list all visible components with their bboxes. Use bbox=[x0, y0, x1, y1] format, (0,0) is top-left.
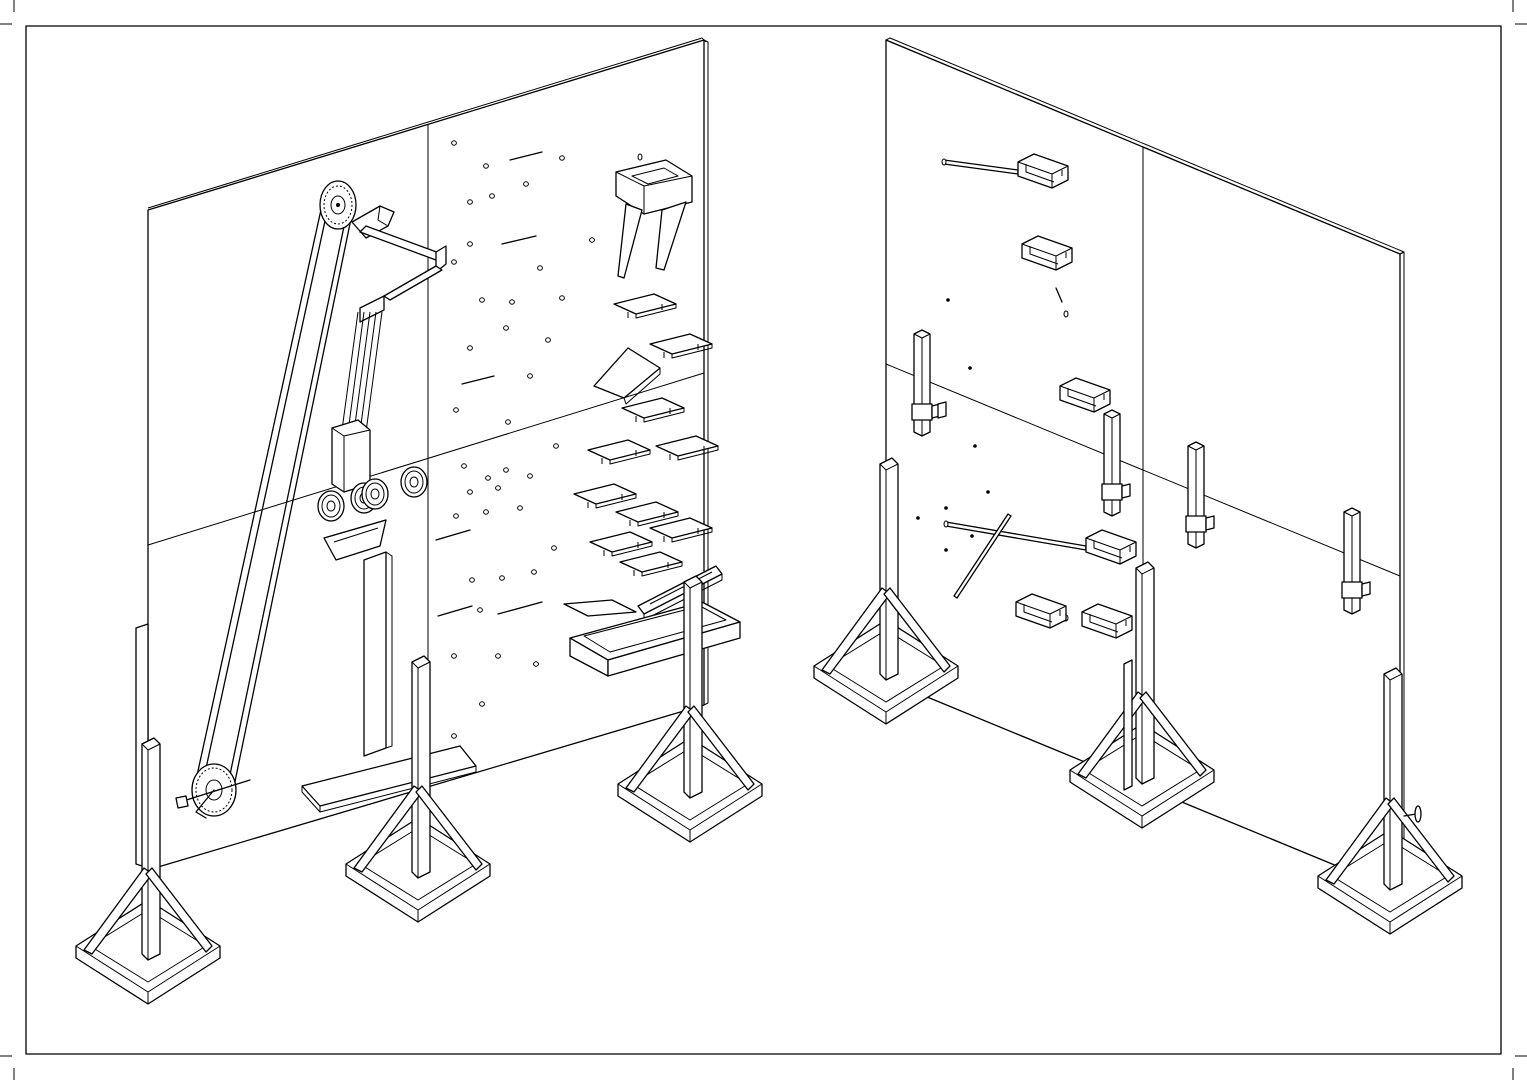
cup bbox=[323, 519, 387, 561]
left-board bbox=[135, 37, 709, 871]
peg-hole bbox=[509, 299, 515, 305]
chute bbox=[331, 225, 447, 493]
peg-hole bbox=[589, 237, 595, 243]
peg-hole bbox=[527, 373, 533, 379]
peg-hole bbox=[479, 701, 485, 707]
peg-hole bbox=[467, 199, 473, 205]
peg-holes bbox=[451, 140, 595, 739]
chain-drive bbox=[175, 180, 357, 819]
slots bbox=[435, 151, 543, 617]
peg-hole bbox=[453, 407, 459, 413]
peg-hole bbox=[479, 297, 485, 303]
peg-hole bbox=[467, 241, 473, 247]
peg-hole bbox=[503, 467, 509, 473]
peg-hole bbox=[469, 577, 475, 583]
peg-hole bbox=[503, 325, 509, 331]
peg-hole bbox=[559, 295, 565, 301]
peg-hole bbox=[489, 193, 495, 199]
peg-hole bbox=[517, 505, 523, 511]
peg-hole bbox=[537, 265, 543, 271]
right-stands bbox=[813, 457, 1463, 935]
peg-hole bbox=[559, 155, 565, 161]
peg-hole bbox=[461, 463, 467, 469]
peg-hole bbox=[451, 259, 457, 265]
peg-hole bbox=[533, 661, 539, 667]
peg-hole bbox=[451, 733, 457, 739]
peg-hole bbox=[483, 163, 489, 169]
ramps bbox=[563, 293, 723, 621]
peg-hole bbox=[545, 337, 551, 343]
rods bbox=[941, 158, 1087, 599]
lower-sprocket-crank bbox=[175, 763, 251, 819]
peg-hole bbox=[453, 513, 459, 519]
hopper bbox=[615, 153, 693, 279]
peg-hole bbox=[485, 475, 491, 481]
peg-hole bbox=[527, 473, 533, 479]
peg-hole bbox=[477, 607, 483, 613]
peg-hole bbox=[451, 653, 457, 659]
peg-hole bbox=[551, 545, 557, 551]
peg-hole bbox=[505, 419, 511, 425]
peg-hole bbox=[483, 509, 489, 515]
peg-hole bbox=[553, 443, 559, 449]
peg-hole bbox=[495, 653, 501, 659]
peg-hole bbox=[523, 181, 529, 187]
peg-hole bbox=[451, 140, 457, 146]
upper-sprocket bbox=[319, 180, 357, 230]
column bbox=[363, 551, 393, 757]
peg-hole bbox=[467, 345, 473, 351]
post-clamps bbox=[911, 329, 1371, 615]
peg-crank bbox=[1403, 805, 1422, 823]
peg-hole bbox=[531, 569, 537, 575]
peg-hole bbox=[499, 575, 505, 581]
peg-hole bbox=[467, 489, 473, 495]
bottom-tray bbox=[301, 745, 477, 813]
peg-hole bbox=[495, 485, 501, 491]
